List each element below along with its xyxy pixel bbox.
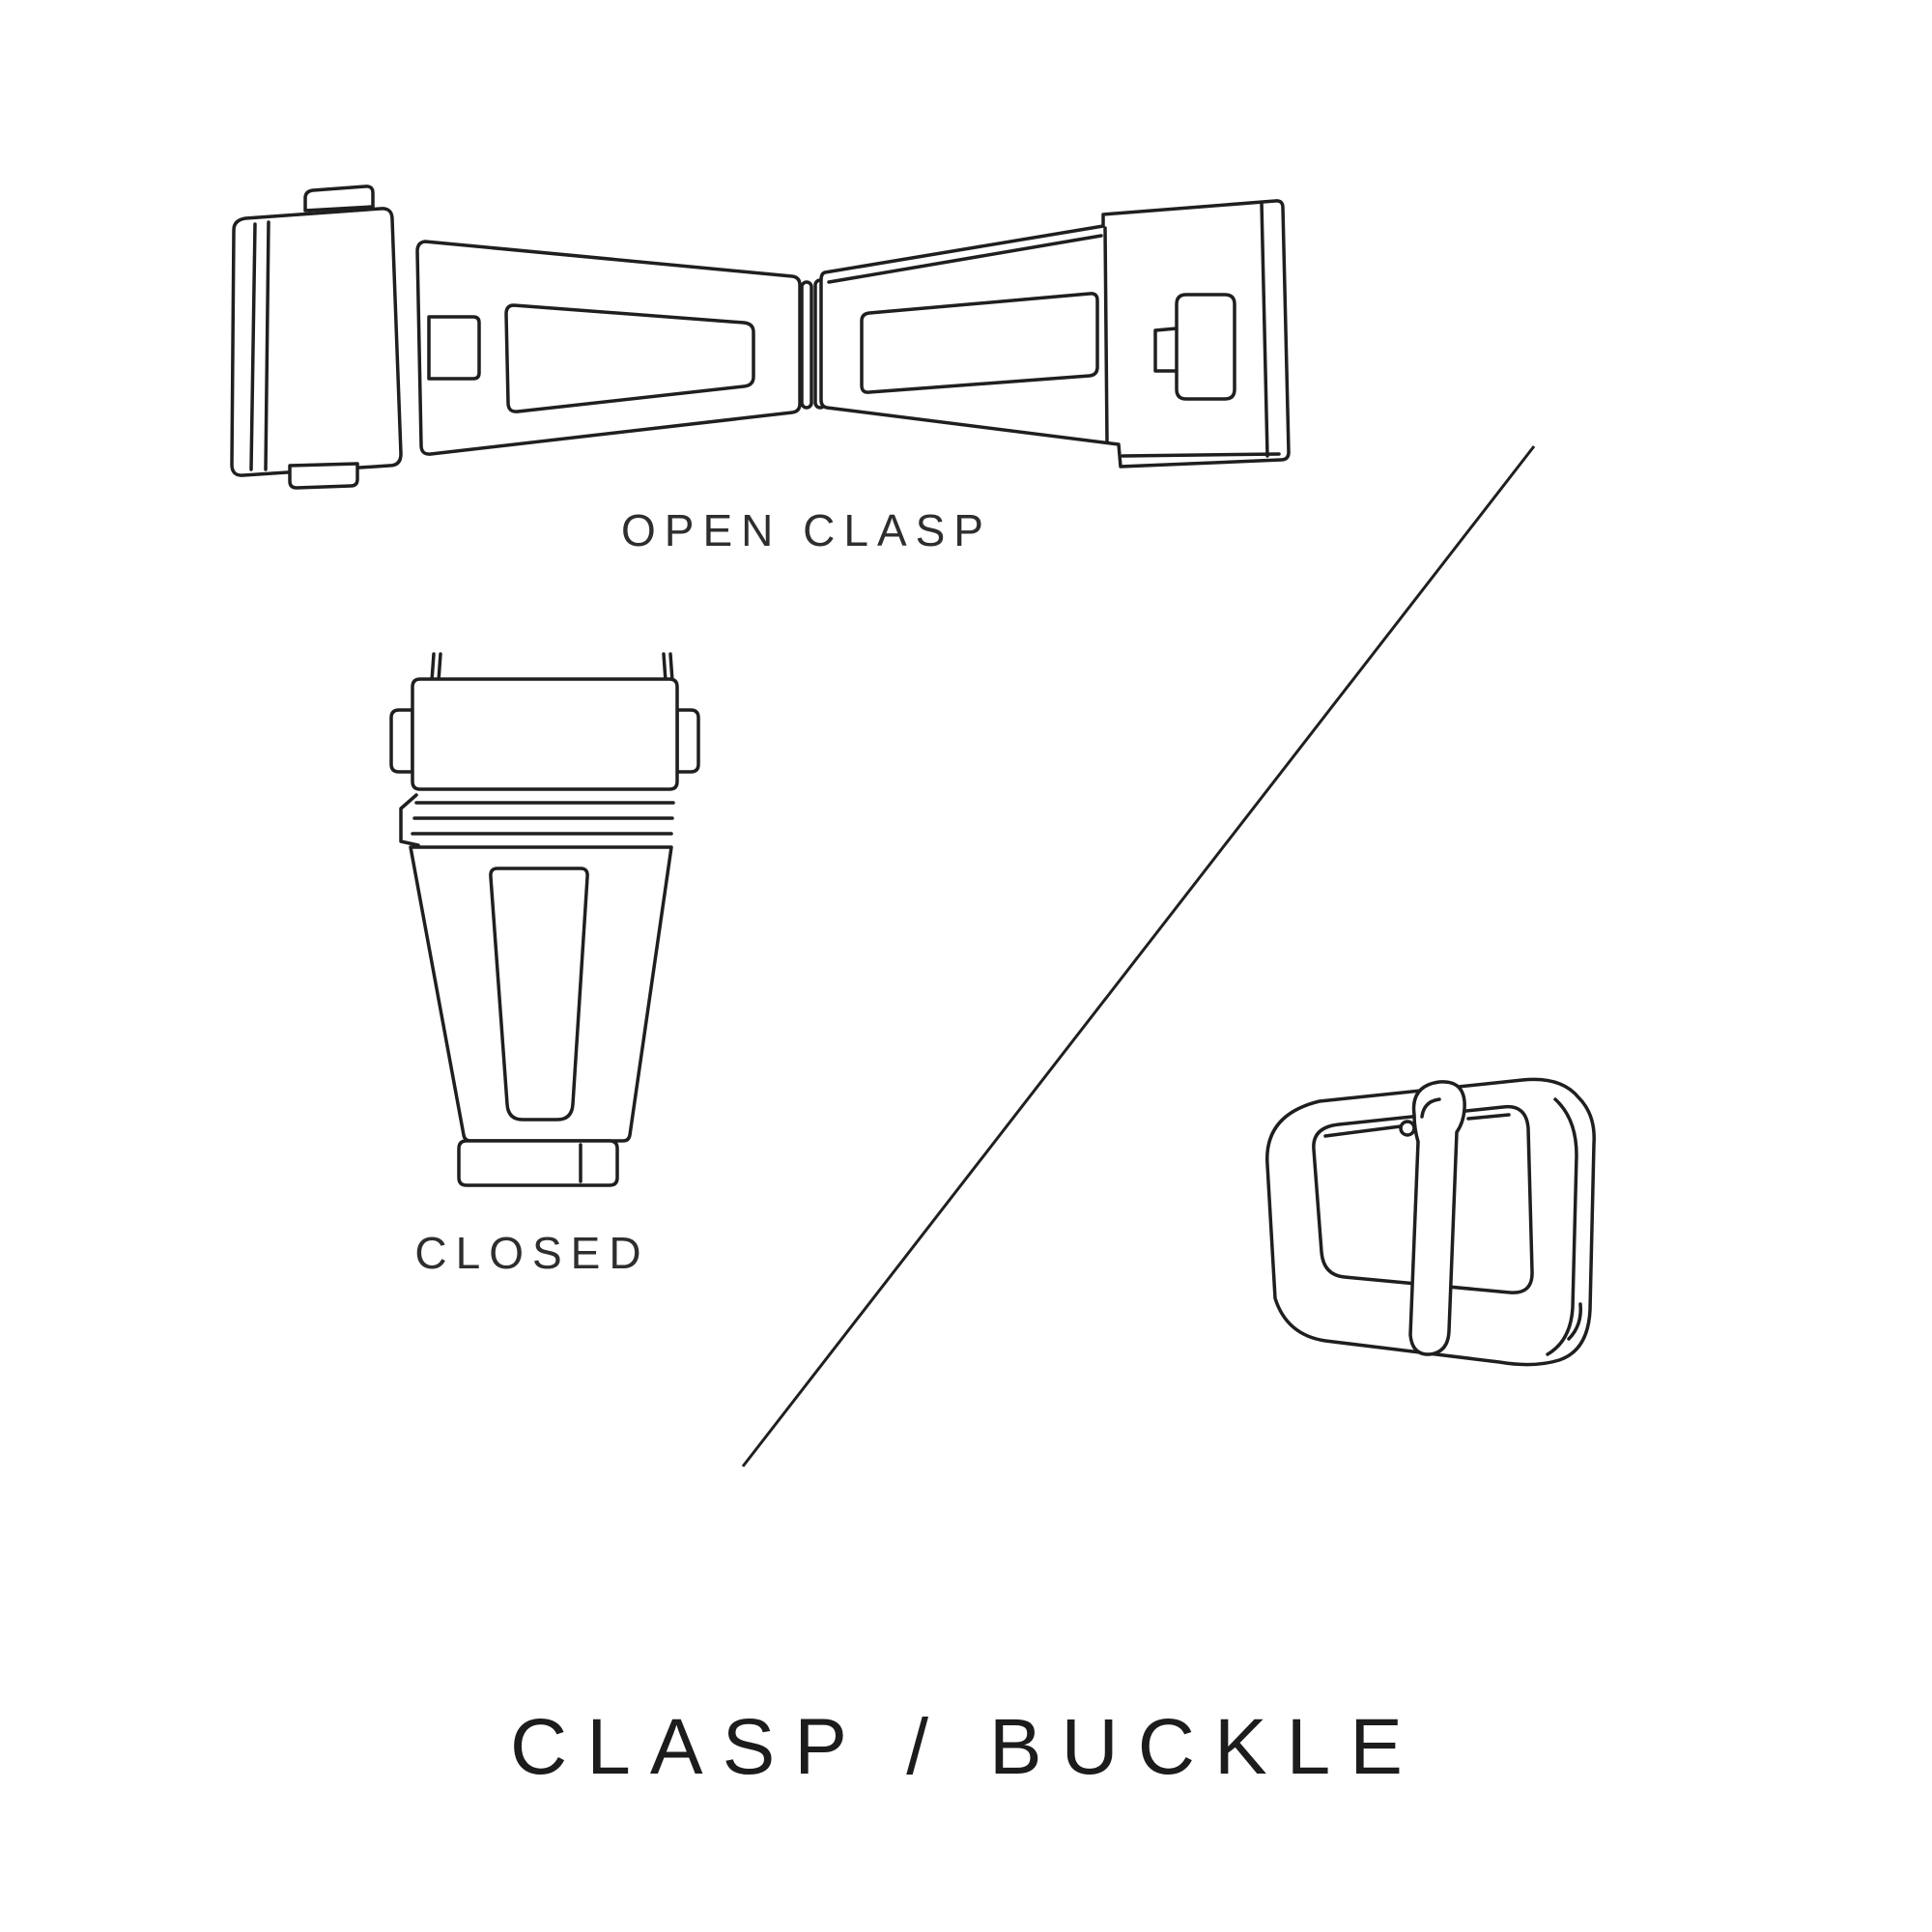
open-clasp-icon (230, 185, 1291, 490)
tang-buckle-illustration (1236, 1072, 1633, 1410)
diagonal-divider-line (741, 445, 1536, 1467)
open-clasp-illustration (222, 184, 1294, 493)
page-title: CLASP / BUCKLE (510, 1703, 1422, 1791)
closed-clasp-label: CLOSED (414, 1228, 650, 1278)
closed-clasp-illustration (382, 652, 700, 1193)
tang-buckle-icon (1265, 1077, 1596, 1367)
closed-clasp-icon (389, 652, 700, 1187)
open-clasp-label: OPEN CLASP (621, 505, 992, 555)
